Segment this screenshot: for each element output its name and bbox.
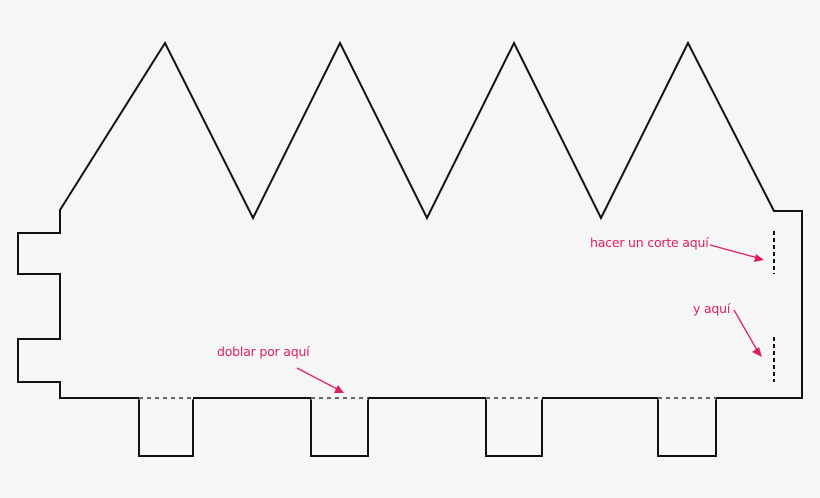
arrow-and-here <box>733 309 758 351</box>
arrowhead-cut-here <box>754 254 764 262</box>
annotation-arrows <box>296 244 764 393</box>
and-here-label: y aquí <box>693 301 731 316</box>
arrow-cut-here <box>709 244 759 259</box>
arrowhead-and-here <box>752 347 762 357</box>
cut-here-label: hacer un corte aquí <box>590 235 709 250</box>
fold-here-label: doblar por aquí <box>217 344 310 359</box>
arrowhead-fold-here <box>334 385 344 393</box>
arrow-fold-here <box>296 367 338 390</box>
